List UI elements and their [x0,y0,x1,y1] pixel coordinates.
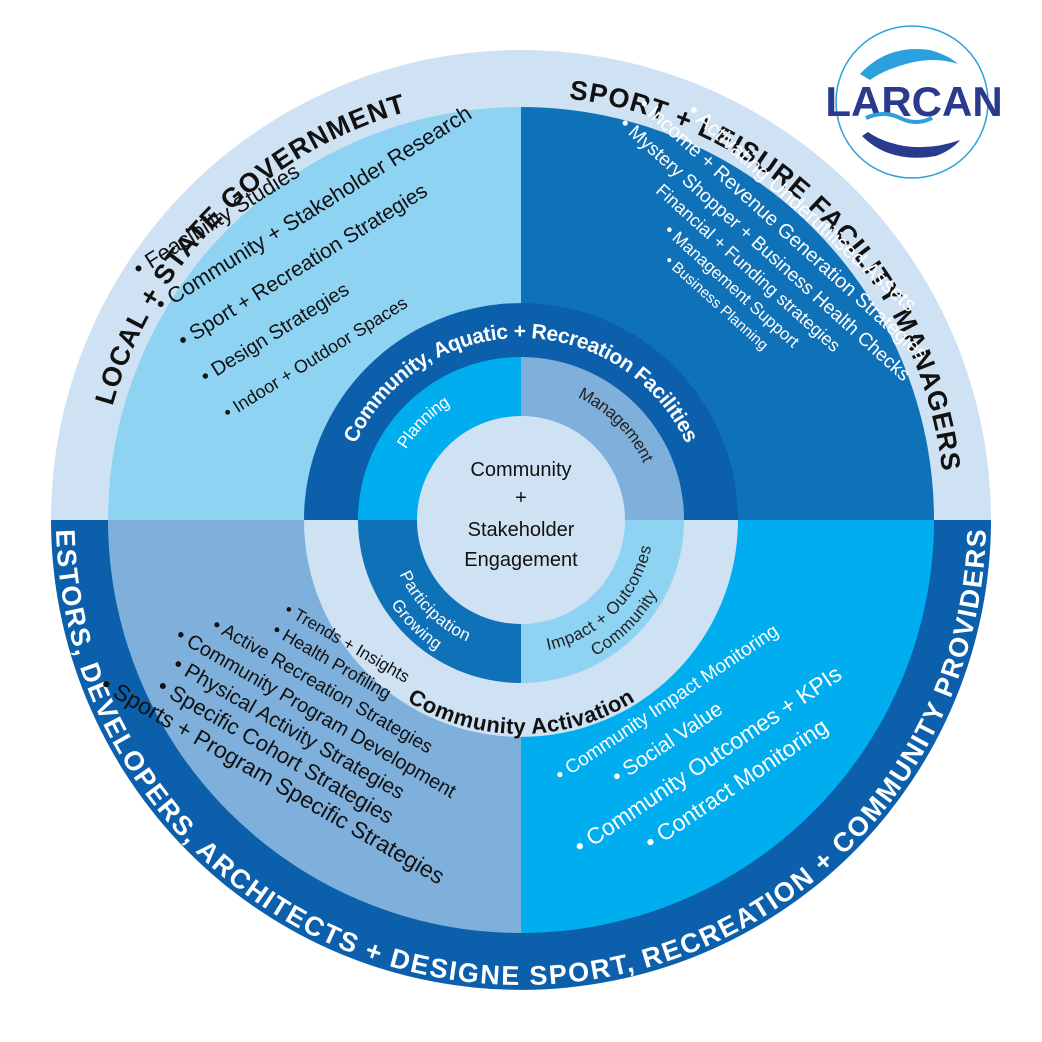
logo-wordmark: LARCAN [825,78,1002,125]
logo-hands-bottom [862,132,960,158]
center-text-plus: + [515,487,527,509]
logo-wave [865,112,933,124]
logo-hands-top [860,49,958,80]
center-text-stakeholder: Stakeholder [468,519,575,541]
larcan-logo: LARCAN [825,25,1003,179]
center-text-engagement: Engagement [464,549,578,571]
center-text-community: Community [470,459,571,481]
center-circle [417,416,625,624]
